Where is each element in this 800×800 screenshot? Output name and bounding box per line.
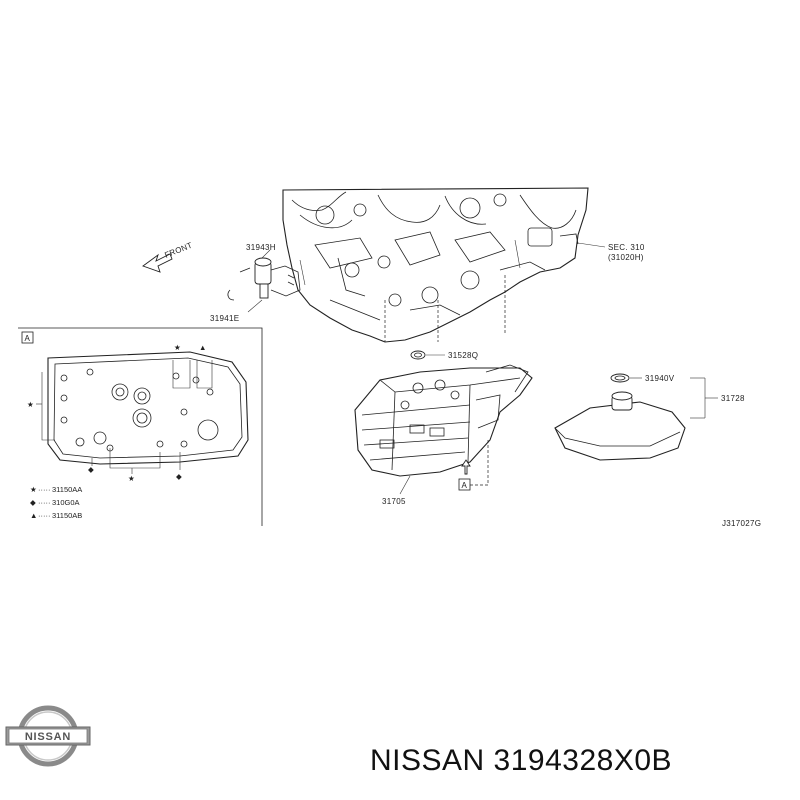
nissan-logo: NISSAN (5, 705, 91, 767)
legend-code-2: 310G0A (52, 498, 80, 507)
legend-dots-1: ····· (38, 485, 51, 494)
oil-strainer-part: 31940V 31728 (554, 373, 745, 461)
legend-code-1: 31150AA (52, 485, 82, 494)
o-ring-part: 31528Q (410, 350, 478, 360)
label-31705: 31705 (382, 497, 406, 506)
view-a-marker: A (462, 481, 468, 490)
label-31940v: 31940V (645, 374, 675, 383)
section-reference: SEC. 310 (31020H) (577, 242, 645, 262)
star-symbol-callout: ★ (174, 343, 181, 352)
legend-code-3: 31150AB (52, 511, 82, 520)
legend-symbol-3: ▲ (30, 511, 37, 520)
diamond-symbol-callout: ◆ (176, 472, 183, 481)
legend-dots-2: ····· (38, 498, 51, 507)
star-symbol-callout-left: ★ (27, 400, 34, 409)
label-31941e: 31941E (210, 314, 239, 323)
solenoid-connector-part: 31943H 31941E (210, 243, 301, 323)
transmission-case-illustration (282, 187, 589, 343)
nissan-logo-text: NISSAN (25, 731, 71, 743)
legend-dots-3: ····· (38, 511, 51, 520)
legend: ★ ····· 31150AA ◆ ····· 310G0A ▲ ····· 3… (30, 485, 82, 520)
legend-symbol-2: ◆ (30, 498, 37, 507)
label-sec-310: SEC. 310 (608, 243, 645, 252)
label-sec-ref: (31020H) (608, 253, 644, 262)
star-symbol-callout-bottom: ★ (128, 474, 135, 483)
label-31728: 31728 (721, 394, 745, 403)
diamond-symbol-callout-left: ◆ (88, 465, 95, 474)
detail-box-marker: A (25, 334, 31, 343)
label-31528q: 31528Q (448, 351, 478, 360)
front-label: FRONT (163, 241, 193, 260)
front-arrow: FRONT (142, 241, 194, 273)
control-valve-body: 31705 A (354, 364, 533, 506)
detail-view-a: A ★ ▲ ★ ★ ◆ ◆ (18, 327, 263, 526)
part-number-caption: NISSAN 3194328X0B (370, 744, 673, 777)
triangle-symbol-callout: ▲ (199, 343, 206, 352)
figure-code: J317027G (722, 519, 761, 528)
label-31943h: 31943H (246, 243, 276, 252)
legend-symbol-1: ★ (30, 485, 37, 494)
